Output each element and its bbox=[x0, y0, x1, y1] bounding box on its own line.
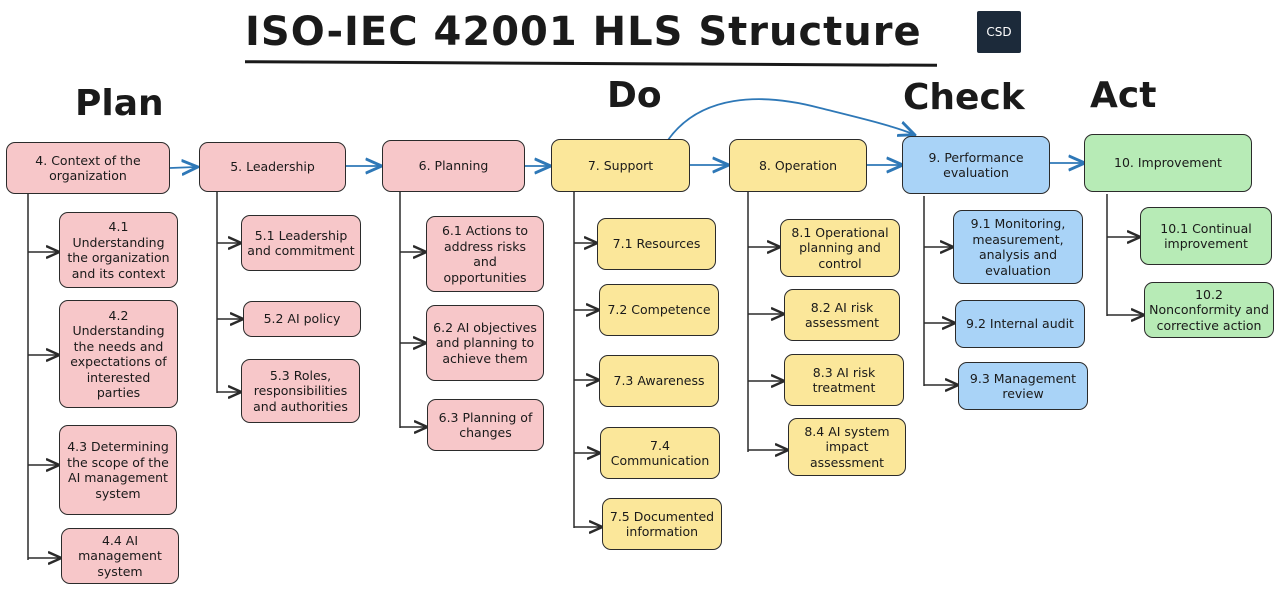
clause-8-3-box: 8.3 AI risk treatment bbox=[784, 354, 904, 406]
clause-8-4-box: 8.4 AI system impact assessment bbox=[788, 418, 906, 476]
page-title: ISO-IEC 42001 HLS Structure bbox=[245, 9, 922, 55]
clause-8-box: 8. Operation bbox=[729, 139, 867, 192]
clause-10-2-box: 10.2 Nonconformity and corrective action bbox=[1144, 282, 1274, 338]
clause-5-1-box: 5.1 Leadership and commitment bbox=[241, 215, 361, 271]
clause-4-4-box: 4.4 AI management system bbox=[61, 528, 179, 584]
clause-5-box: 5. Leadership bbox=[199, 142, 346, 192]
clause-7-1-box: 7.1 Resources bbox=[597, 218, 716, 270]
flow-arrows bbox=[169, 98, 1083, 168]
phase-plan-label: Plan bbox=[75, 83, 164, 124]
clause-9-1-box: 9.1 Monitoring, measurement, analysis an… bbox=[953, 210, 1083, 284]
clause-6-2-box: 6.2 AI objectives and planning to achiev… bbox=[426, 305, 544, 381]
clause-4-1-box: 4.1 Understanding the organization and i… bbox=[59, 212, 178, 288]
clause-5-2-box: 5.2 AI policy bbox=[243, 301, 361, 337]
clause-7-3-box: 7.3 Awareness bbox=[599, 355, 719, 407]
tree-connectors bbox=[27, 192, 1143, 560]
clause-6-1-box: 6.1 Actions to address risks and opportu… bbox=[426, 216, 544, 292]
clause-5-3-box: 5.3 Roles, responsibilities and authorit… bbox=[241, 359, 360, 423]
clause-7-4-box: 7.4 Communication bbox=[600, 427, 720, 479]
csd-logo: CSD bbox=[977, 11, 1021, 53]
clause-10-box: 10. Improvement bbox=[1084, 134, 1252, 192]
clause-8-1-box: 8.1 Operational planning and control bbox=[780, 219, 900, 277]
clause-4-3-box: 4.3 Determining the scope of the AI mana… bbox=[59, 425, 177, 515]
clause-7-box: 7. Support bbox=[551, 139, 690, 192]
clause-8-2-box: 8.2 AI risk assessment bbox=[784, 289, 900, 341]
clause-10-1-box: 10.1 Continual improvement bbox=[1140, 207, 1272, 265]
clause-6-3-box: 6.3 Planning of changes bbox=[427, 399, 544, 451]
phase-check-label: Check bbox=[903, 77, 1025, 118]
clause-7-2-box: 7.2 Competence bbox=[599, 284, 719, 336]
phase-act-label: Act bbox=[1090, 75, 1157, 116]
clause-4-2-box: 4.2 Understanding the needs and expectat… bbox=[59, 300, 178, 408]
clause-4-box: 4. Context of the organization bbox=[6, 142, 170, 194]
clause-9-2-box: 9.2 Internal audit bbox=[955, 300, 1085, 348]
clause-9-3-box: 9.3 Management review bbox=[958, 362, 1088, 410]
clause-9-box: 9. Performance evaluation bbox=[902, 136, 1050, 194]
phase-do-label: Do bbox=[607, 75, 662, 116]
clause-7-5-box: 7.5 Documented information bbox=[602, 498, 722, 550]
clause-6-box: 6. Planning bbox=[382, 140, 525, 192]
